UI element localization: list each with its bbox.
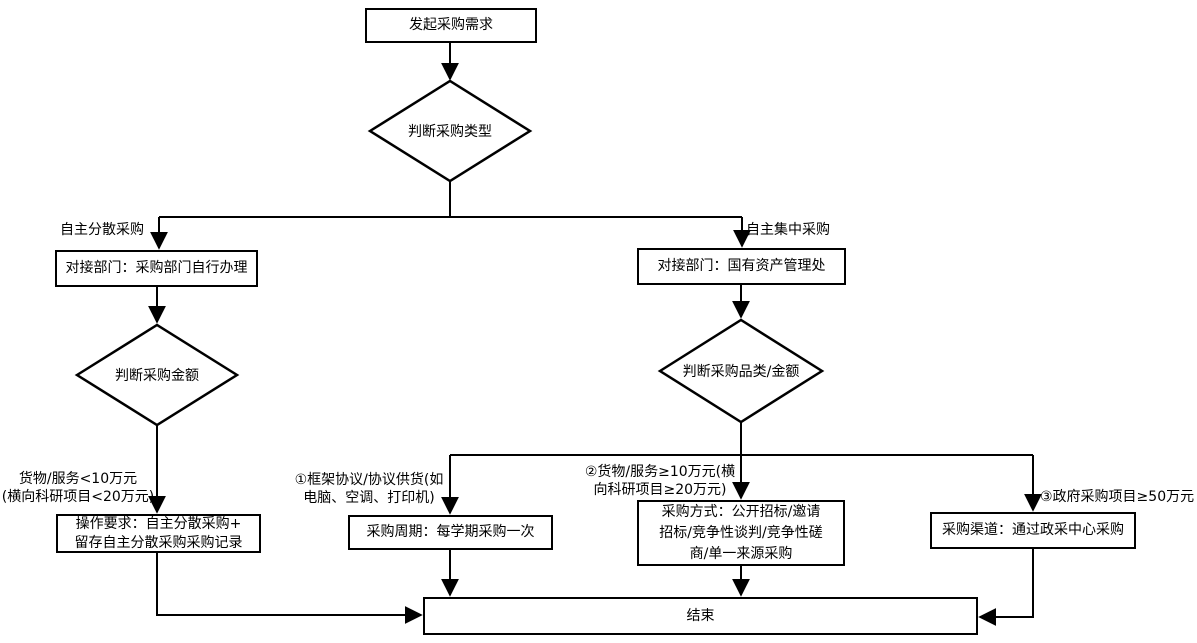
connector-purchase-channel-to-end [978,549,1034,626]
node-op-requirement: 操作要求：自主分散采购+ 留存自主分散采购采购记录 [56,514,261,553]
edge-label-centralized: 自主集中采购 [746,222,830,238]
connector-type-split [159,181,742,218]
node-purchase-cycle: 采购周期：每学期采购一次 [348,515,553,550]
edge-label-over-10w: ②货物/服务≥10万元(横 向科研项目≥20万元) [584,464,736,499]
connector-op-requirement-to-end [156,553,423,624]
node-purchase-channel: 采购渠道：通过政采中心采购 [930,512,1136,549]
node-start: 发起采购需求 [365,8,537,43]
connector-category-split [450,422,1033,456]
node-dept-self: 对接部门：采购部门自行办理 [55,250,258,287]
node-end: 结束 [423,597,978,635]
decision-category-diamond [657,318,825,424]
node-purchase-method: 采购方式：公开招标/邀请 招标/竞争性谈判/竞争性磋 商/单一来源采购 [637,500,845,566]
decision-amount-diamond [74,323,240,427]
edge-label-framework: ①框架协议/协议供货(如 电脑、空调、打印机) [294,472,444,507]
edge-label-decentralized: 自主分散采购 [60,222,144,238]
edge-label-gov-over-50w: ③政府采购项目≥50万元 [1040,489,1195,505]
edge-label-under-10w: 货物/服务<10万元 (横向科研项目<20万元) [1,471,155,506]
node-dept-central: 对接部门：国有资产管理处 [637,248,846,285]
decision-type-diamond [367,79,533,183]
